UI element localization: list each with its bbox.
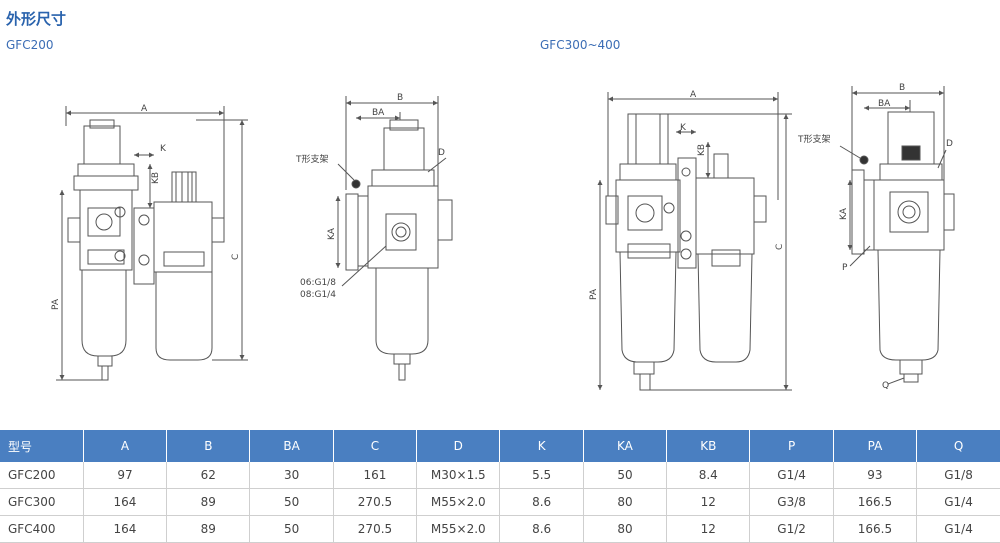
section-label-gfc300-400: GFC300~400 [540,38,621,52]
table-cell: 50 [249,488,334,516]
table-cell: GFC400 [0,515,84,543]
table-row: GFC400 164 89 50 270.5 M55×2.0 8.6 80 12… [0,515,1000,543]
table-row: GFC200 97 62 30 161 M30×1.5 5.5 50 8.4 G… [0,462,1000,489]
label-kb-200: KB [151,172,161,184]
table-header-row: 型号 A B BA C D K KA KB P PA Q [0,430,1000,462]
label-ba-200: BA [372,108,385,118]
table-cell: 93 [833,462,918,489]
spec-table: 型号 A B BA C D K KA KB P PA Q GFC200 97 6… [0,430,1000,543]
col-header: C [333,430,418,462]
table-cell: 270.5 [333,488,418,516]
label-d-200: D [438,148,445,158]
table-cell: 8.6 [499,515,584,543]
dimension-drawings: A K KB C PA B BA T形支架 D KA 06:G1/8 08:G1… [51,83,955,391]
col-header: D [416,430,501,462]
label-ba-300: BA [878,99,891,109]
page-title: 外形尺寸 [6,10,67,28]
table-cell: 12 [666,488,751,516]
section-label-gfc200: GFC200 [6,38,54,52]
label-q-300: Q [882,381,889,391]
label-k-200: K [160,144,167,154]
table-cell: 166.5 [833,515,918,543]
label-b-300: B [899,83,905,93]
table-cell: 270.5 [333,515,418,543]
label-port2-200: 08:G1/4 [300,290,336,300]
gfc300-side-view [839,86,955,385]
label-kb-300: KB [697,144,707,156]
label-ka-200: KA [327,227,337,240]
table-cell: 8.6 [499,488,584,516]
label-port1-200: 06:G1/8 [300,278,336,288]
table-cell: 161 [333,462,418,489]
label-c-200: C [231,254,241,260]
table-cell: G1/4 [916,515,1000,543]
label-a-300: A [690,90,697,100]
label-p-300: P [842,263,848,273]
label-bracket-300: T形支架 [797,133,831,145]
table-cell: 62 [166,462,251,489]
table-cell: 12 [666,515,751,543]
table-cell: GFC300 [0,488,84,516]
col-header: 型号 [0,430,84,462]
gfc300-front-view [597,92,792,391]
table-cell: M30×1.5 [416,462,501,489]
label-pa-200: PA [51,298,61,310]
table-cell: G1/2 [749,515,834,543]
label-bracket-200: T形支架 [295,153,329,165]
table-cell: M55×2.0 [416,488,501,516]
label-c-300: C [775,244,785,250]
col-header: KA [583,430,668,462]
label-k-300: K [680,123,687,133]
col-header: BA [249,430,334,462]
table-cell: 89 [166,515,251,543]
col-header: P [749,430,834,462]
table-cell: 50 [583,462,668,489]
table-cell: 164 [83,488,168,516]
table-row: GFC300 164 89 50 270.5 M55×2.0 8.6 80 12… [0,488,1000,516]
table-cell: 80 [583,488,668,516]
table-cell: 89 [166,488,251,516]
table-cell: M55×2.0 [416,515,501,543]
table-cell: 50 [249,515,334,543]
col-header: B [166,430,251,462]
table-cell: 166.5 [833,488,918,516]
label-a-200: A [141,104,148,114]
table-cell: 5.5 [499,462,584,489]
col-header: K [499,430,584,462]
col-header: A [83,430,168,462]
table-cell: G1/4 [916,488,1000,516]
table-cell: 30 [249,462,334,489]
col-header: PA [833,430,918,462]
label-b-200: B [397,93,403,103]
gfc200-front-view [56,106,248,381]
label-pa-300: PA [589,288,599,300]
table-cell: 97 [83,462,168,489]
col-header: KB [666,430,751,462]
table-cell: 164 [83,515,168,543]
label-d-300: D [946,139,953,149]
label-ka-300: KA [839,207,849,220]
table-cell: 80 [583,515,668,543]
table-cell: G1/4 [749,462,834,489]
gfc200-side-view [335,96,453,381]
col-header: Q [916,430,1000,462]
table-cell: 8.4 [666,462,751,489]
table-cell: G1/8 [916,462,1000,489]
table-cell: G3/8 [749,488,834,516]
table-cell: GFC200 [0,462,84,489]
